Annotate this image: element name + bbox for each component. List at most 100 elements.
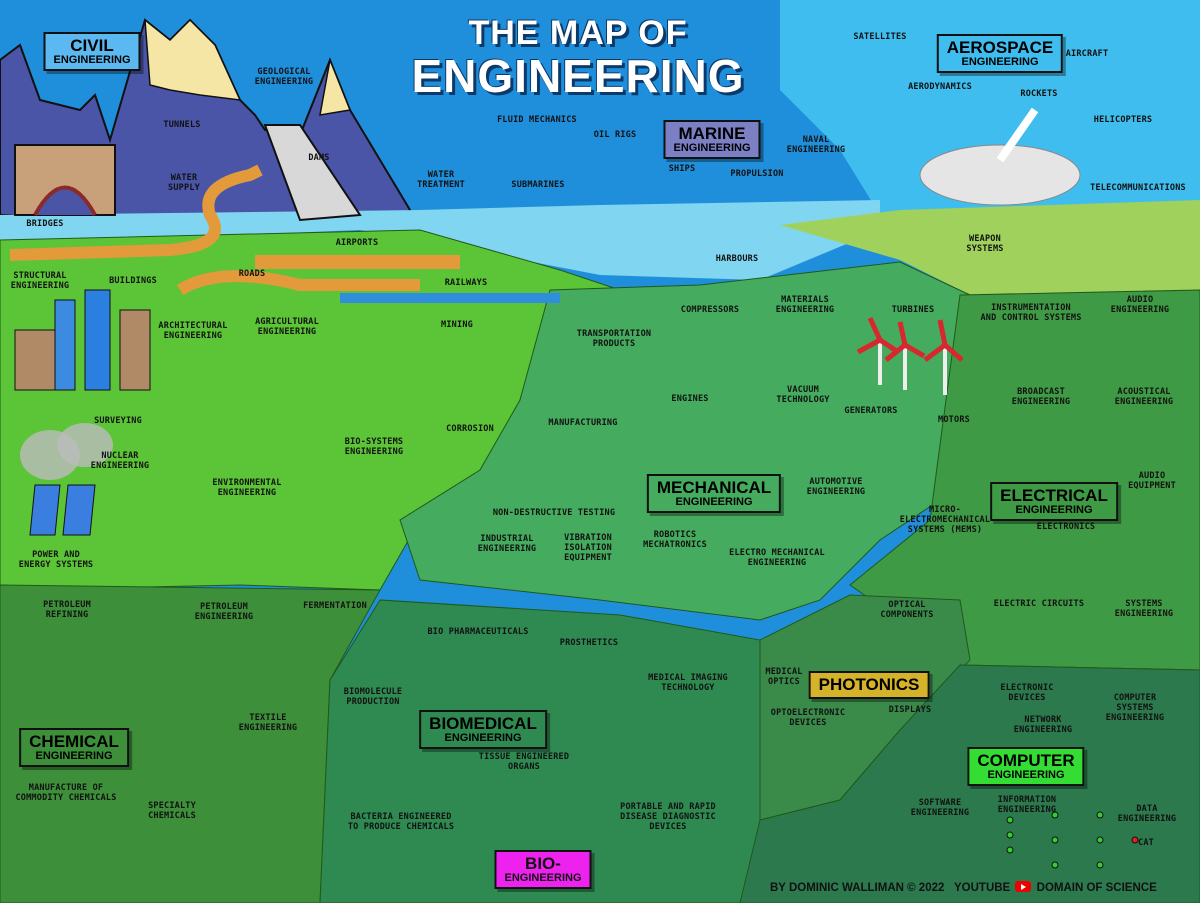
discipline-subtitle: ENGINEERING bbox=[53, 53, 131, 66]
aerospace-land bbox=[780, 200, 1200, 295]
title-line-2: ENGINEERING bbox=[411, 50, 745, 102]
topic-label: AIRCRAFT bbox=[1065, 49, 1109, 59]
topic-label: INDUSTRIAL ENGINEERING bbox=[477, 534, 537, 554]
topic-label: TURBINES bbox=[891, 305, 935, 315]
discipline-title: MECHANICAL bbox=[656, 478, 772, 497]
topic-label: PETROLEUM ENGINEERING bbox=[194, 602, 254, 622]
topic-label: TISSUE ENGINEERED ORGANS bbox=[478, 752, 570, 772]
topic-label: COMPRESSORS bbox=[680, 305, 740, 315]
topic-label: AIRPORTS bbox=[335, 238, 379, 248]
topic-label: WATER TREATMENT bbox=[417, 170, 465, 190]
topic-label: ELECTRONIC DEVICES bbox=[1000, 683, 1054, 703]
topic-label: MINING bbox=[441, 320, 473, 330]
topic-label: GENERATORS bbox=[844, 406, 898, 416]
topic-label: MEDICAL OPTICS bbox=[765, 667, 803, 687]
discipline-title: COMPUTER bbox=[977, 751, 1075, 770]
discipline-title: BIO- bbox=[525, 854, 561, 873]
nuclear-plant bbox=[20, 423, 113, 536]
topic-label: WATER SUPPLY bbox=[168, 173, 200, 193]
youtube-icon bbox=[1015, 881, 1032, 892]
discipline-title: CIVIL bbox=[70, 36, 114, 55]
rocket-launch bbox=[919, 107, 1081, 206]
topic-label: BUILDINGS bbox=[109, 276, 157, 286]
topic-label: BIO-SYSTEMS ENGINEERING bbox=[344, 437, 404, 457]
discipline-title: MARINE bbox=[678, 124, 746, 143]
topic-label: NUCLEAR ENGINEERING bbox=[90, 451, 150, 471]
sky-light-region bbox=[780, 0, 1200, 250]
topic-label: GEOLOGICAL ENGINEERING bbox=[254, 67, 314, 87]
discipline-subtitle: ENGINEERING bbox=[673, 141, 751, 154]
topic-label: PROPULSION bbox=[730, 169, 784, 179]
topic-label: CAT bbox=[1138, 838, 1154, 848]
discipline-title: PHOTONICS bbox=[818, 675, 920, 694]
topic-label: BACTERIA ENGINEERED TO PRODUCE CHEMICALS bbox=[347, 812, 455, 832]
discipline-bio: BIO-ENGINEERING bbox=[494, 850, 592, 890]
topic-label: SOFTWARE ENGINEERING bbox=[910, 798, 970, 818]
discipline-subtitle: ENGINEERING bbox=[35, 749, 113, 762]
topic-label: DAMS bbox=[308, 153, 330, 163]
author-credit: BY DOMINIC WALLIMAN © 2022 bbox=[770, 882, 945, 894]
discipline-title: ELECTRICAL bbox=[1000, 486, 1108, 505]
topic-label: SURVEYING bbox=[94, 416, 142, 426]
topic-label: RAILWAYS bbox=[444, 278, 488, 288]
topic-label: MICRO- ELECTROMECHANICAL SYSTEMS (MEMS) bbox=[899, 505, 991, 535]
topic-label: BROADCAST ENGINEERING bbox=[1011, 387, 1071, 407]
topic-label: INSTRUMENTATION AND CONTROL SYSTEMS bbox=[980, 303, 1082, 323]
mountain-snow bbox=[144, 18, 352, 116]
topic-label: SATELLITES bbox=[853, 32, 907, 42]
topic-label: FLUID MECHANICS bbox=[497, 115, 577, 125]
topic-label: PORTABLE AND RAPID DISEASE DIAGNOSTIC DE… bbox=[620, 802, 716, 832]
topic-label: ELECTRONICS bbox=[1036, 522, 1096, 532]
topic-label: VACUUM TECHNOLOGY bbox=[776, 385, 830, 405]
topic-label: ELECTRO MECHANICAL ENGINEERING bbox=[729, 548, 825, 568]
topic-label: HELICOPTERS bbox=[1093, 115, 1153, 125]
discipline-subtitle: ENGINEERING bbox=[504, 871, 582, 884]
topic-label: TEXTILE ENGINEERING bbox=[238, 713, 298, 733]
topic-label: ACOUSTICAL ENGINEERING bbox=[1114, 387, 1174, 407]
topic-label: OIL RIGS bbox=[593, 130, 637, 140]
topic-label: TRANSPORTATION PRODUCTS bbox=[576, 329, 652, 349]
mechanical-land bbox=[399, 261, 981, 621]
topic-label: MOTORS bbox=[938, 415, 970, 425]
topic-label: BIOMOLECULE PRODUCTION bbox=[343, 687, 403, 707]
topic-label: PROSTHETICS bbox=[559, 638, 619, 648]
discipline-title: BIOMEDICAL bbox=[429, 714, 537, 733]
topic-label: AUDIO ENGINEERING bbox=[1110, 295, 1170, 315]
topic-label: ARCHITECTURAL ENGINEERING bbox=[158, 321, 228, 341]
discipline-photonics: PHOTONICS bbox=[808, 671, 930, 699]
road-lower bbox=[176, 270, 420, 296]
topic-label: NON-DESTRUCTIVE TESTING bbox=[492, 508, 616, 518]
topic-label: VIBRATION ISOLATION EQUIPMENT bbox=[564, 533, 612, 563]
topic-label: AERODYNAMICS bbox=[908, 82, 972, 92]
topic-label: SHIPS bbox=[668, 164, 696, 174]
topic-label: STRUCTURAL ENGINEERING bbox=[10, 271, 70, 291]
topic-label: HARBOURS bbox=[715, 254, 759, 264]
topic-label: ROADS bbox=[238, 269, 266, 279]
discipline-subtitle: ENGINEERING bbox=[444, 731, 522, 744]
topic-label: BIO PHARMACEUTICALS bbox=[427, 627, 529, 637]
youtube-label: YOUTUBE bbox=[954, 882, 1011, 894]
topic-label: ENGINES bbox=[671, 394, 709, 404]
channel-name: DOMAIN OF SCIENCE bbox=[1036, 882, 1157, 894]
topic-label: WEAPON SYSTEMS bbox=[966, 234, 1004, 254]
city-buildings bbox=[14, 289, 151, 391]
topic-label: SYSTEMS ENGINEERING bbox=[1114, 599, 1174, 619]
topic-label: OPTICAL COMPONENTS bbox=[880, 600, 934, 620]
topic-label: AUTOMOTIVE ENGINEERING bbox=[806, 477, 866, 497]
topic-label: MANUFACTURING bbox=[548, 418, 618, 428]
road bbox=[9, 164, 263, 261]
discipline-subtitle: ENGINEERING bbox=[1015, 503, 1093, 516]
topic-label: SUBMARINES bbox=[511, 180, 565, 190]
topic-label: PETROLEUM REFINING bbox=[43, 600, 91, 620]
topic-label: COMPUTER SYSTEMS ENGINEERING bbox=[1105, 693, 1165, 723]
topic-label: TELECOMMUNICATIONS bbox=[1090, 183, 1186, 193]
topic-label: ROBOTICS MECHATRONICS bbox=[643, 530, 707, 550]
topic-label: MANUFACTURE OF COMMODITY CHEMICALS bbox=[15, 783, 117, 803]
topic-label: SPECIALTY CHEMICALS bbox=[148, 801, 196, 821]
